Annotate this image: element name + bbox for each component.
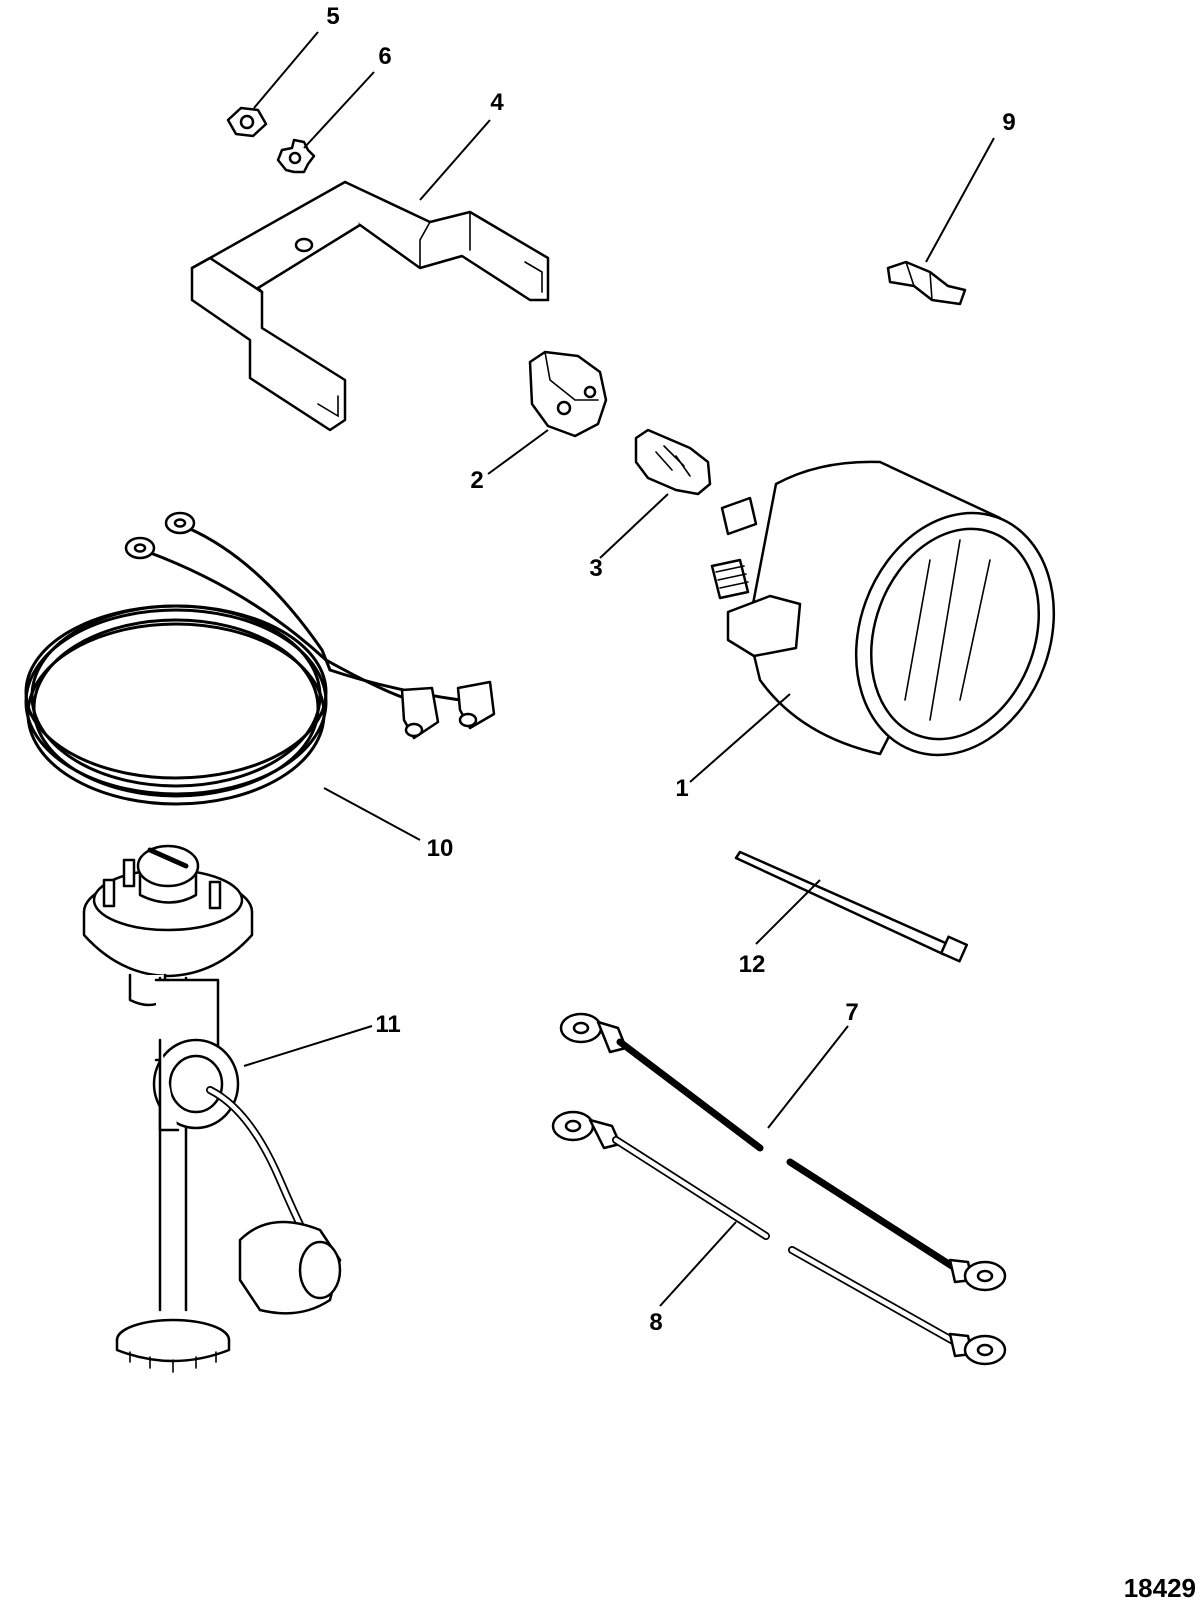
part-2-lamp-socket: [528, 350, 608, 438]
part-5-hex-nut: [226, 106, 268, 138]
callout-11: 11: [375, 1011, 400, 1038]
part-1-gauge: [710, 460, 1056, 757]
callout-3: 3: [589, 555, 602, 582]
part-7-black-lead: [559, 1012, 1007, 1292]
part-3-bulb: [634, 428, 712, 496]
part-4-bracket: [190, 180, 550, 432]
part-12-cable-tie: [734, 850, 969, 963]
callout-9: 9: [1002, 109, 1015, 136]
callouts: 1 2 3 4 5 6 7 8 9 10 11 12: [326, 3, 1015, 1336]
callout-12: 12: [739, 951, 766, 978]
part-6-lock-washer: [276, 138, 316, 174]
callout-4: 4: [490, 89, 504, 116]
callout-2: 2: [470, 467, 483, 494]
leader-lines: [243, 31, 995, 1307]
part-8-white-lead: [551, 1110, 1007, 1366]
part-10-wiring-harness: [24, 511, 496, 806]
callout-1: 1: [675, 775, 688, 802]
part-9-connector: [886, 260, 967, 306]
part-11-fuel-sender: [82, 844, 342, 1373]
callout-10: 10: [427, 835, 454, 862]
callout-7: 7: [845, 999, 858, 1026]
callout-5: 5: [326, 3, 339, 30]
callout-6: 6: [378, 43, 391, 70]
callout-8: 8: [649, 1309, 662, 1336]
figure-number: 18429: [1124, 1573, 1196, 1603]
